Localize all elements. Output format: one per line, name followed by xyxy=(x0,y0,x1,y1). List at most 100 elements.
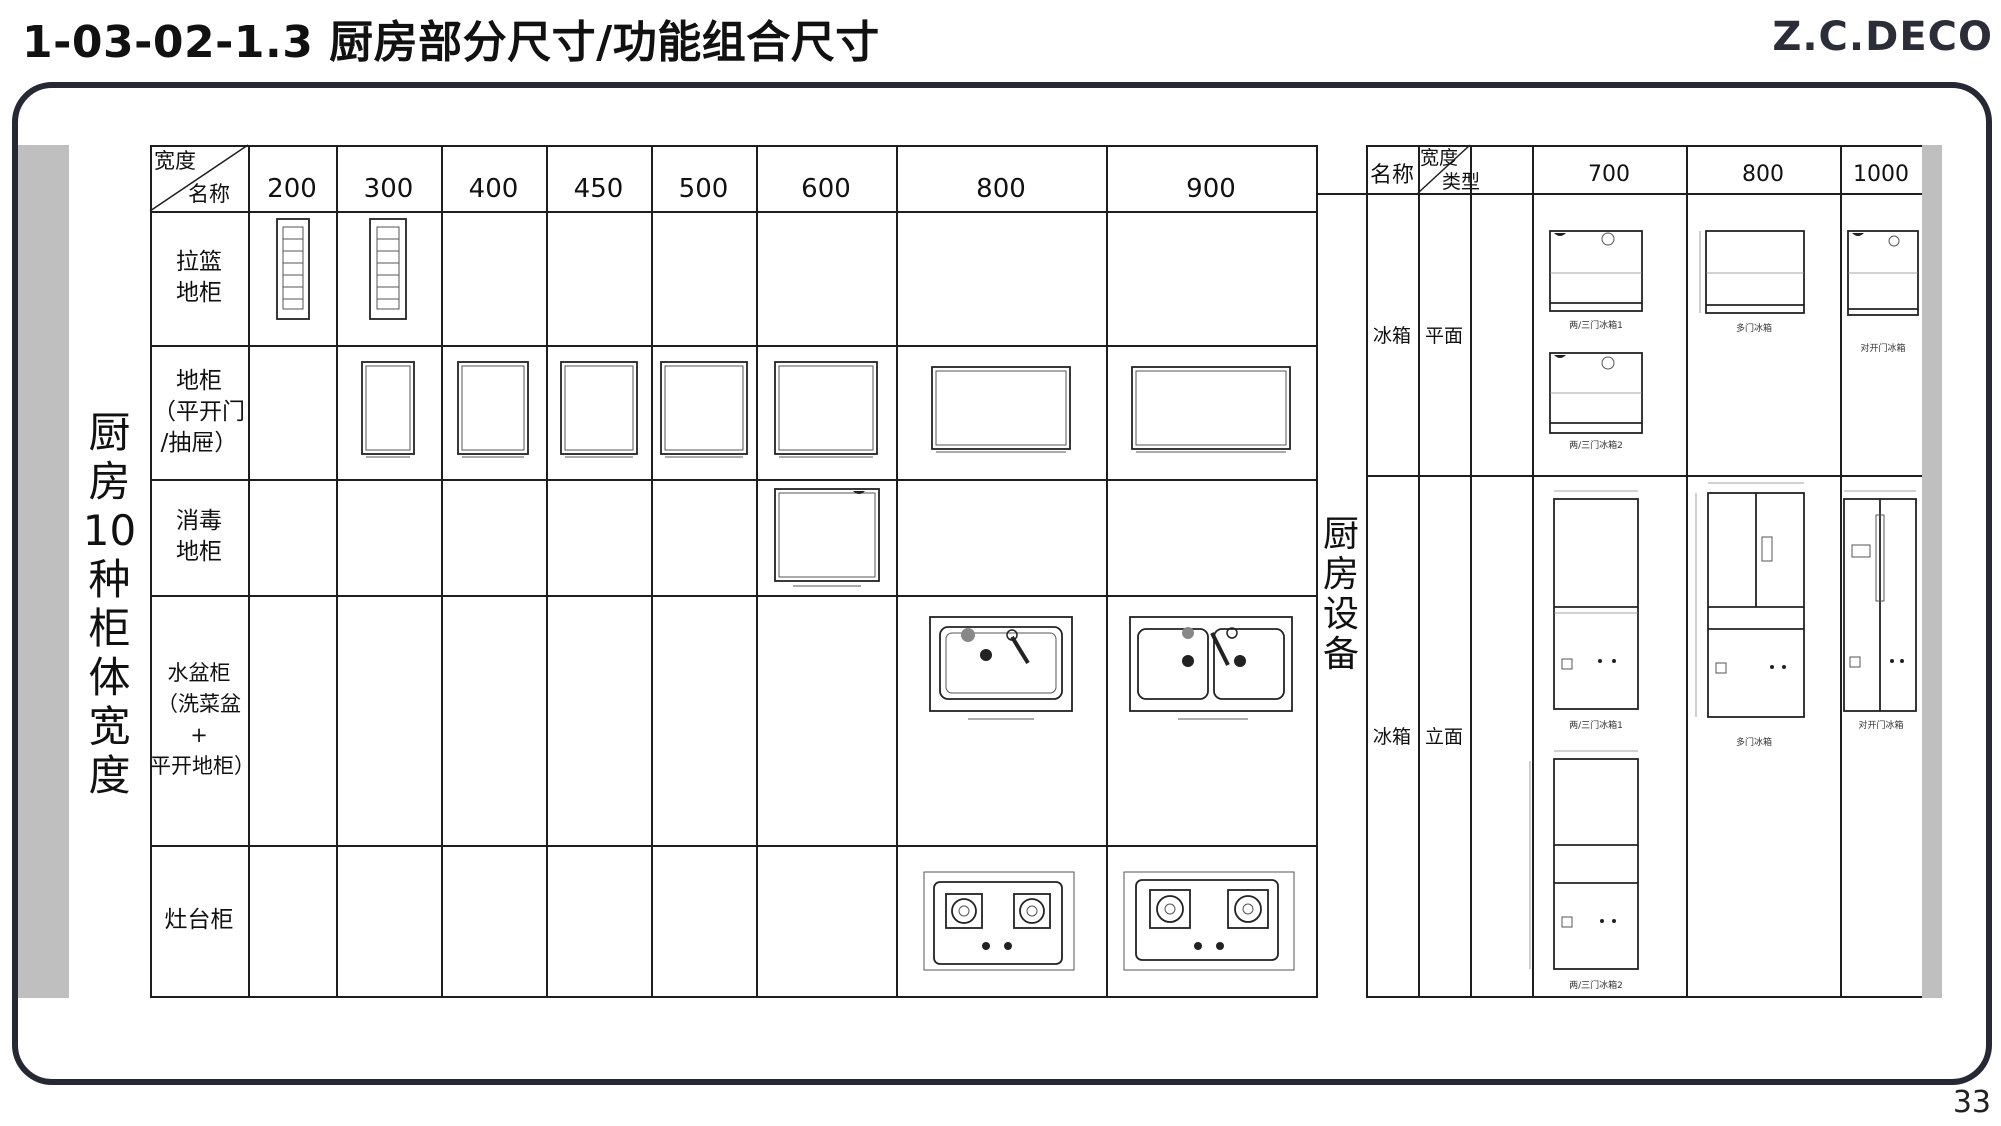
brand-logo: Z.C.DECO xyxy=(1772,14,1993,60)
caption-plan-1000: 对开门冰箱 xyxy=(1860,344,1906,354)
width-header-900: 900 xyxy=(1186,174,1236,204)
corner-width-label: 宽度 xyxy=(154,149,196,173)
width-header-800-equip: 800 xyxy=(1742,161,1784,187)
grid-line xyxy=(150,595,1316,597)
fridge-elev-name: 冰箱 xyxy=(1372,726,1411,748)
fridge-plan-type: 平面 xyxy=(1424,324,1463,347)
width-header-200: 200 xyxy=(267,174,317,204)
sink-cabinet-900-drawing xyxy=(1129,616,1293,720)
grid-line xyxy=(150,845,1316,847)
base-cabinet-450-drawing xyxy=(560,361,638,458)
grid-line xyxy=(1106,145,1108,998)
page-number: 33 xyxy=(1952,1085,1991,1120)
grid-line xyxy=(441,145,443,998)
row-label-line: /抽屉） xyxy=(160,429,238,456)
grid-line xyxy=(1366,145,1368,998)
grid-line xyxy=(1316,193,1922,195)
disinfect-cabinet-600-drawing xyxy=(774,488,880,587)
base-cabinet-500-drawing xyxy=(660,361,748,458)
stove-cabinet-800-drawing xyxy=(923,871,1075,971)
right-corner-type-label: 类型 xyxy=(1442,171,1481,193)
row-label-stove-cabinet: 灶台柜 xyxy=(150,845,248,996)
width-header-1000: 1000 xyxy=(1853,161,1909,187)
grid-line xyxy=(1686,145,1688,998)
stove-cabinet-900-drawing xyxy=(1123,871,1295,971)
caption-elev-1000: 对开门冰箱 xyxy=(1858,721,1904,731)
width-header-300: 300 xyxy=(363,174,414,204)
base-cabinet-900-drawing xyxy=(1131,366,1291,453)
base-cabinet-800-drawing xyxy=(931,366,1071,453)
fridge-elev-type: 立面 xyxy=(1424,726,1463,748)
row-label-line: 地柜 xyxy=(176,280,222,306)
right-table-panel xyxy=(1366,145,1922,998)
fridge-plan-800-drawing xyxy=(1699,230,1805,314)
fridge-elev-700-2-drawing xyxy=(1529,750,1639,970)
grid-line xyxy=(1532,145,1534,998)
grid-line xyxy=(150,145,152,998)
width-header-800: 800 xyxy=(976,174,1026,204)
fridge-elev-1000-drawing xyxy=(1843,490,1917,712)
fridge-plan-700-1-drawing xyxy=(1549,230,1643,312)
page-title: 1-03-02-1.3 厨房部分尺寸/功能组合尺寸 xyxy=(22,17,880,68)
corner-diagonal xyxy=(149,144,249,212)
grid-line xyxy=(1840,145,1842,998)
grid-line xyxy=(150,211,1316,213)
row-label-line: 地柜 xyxy=(176,539,222,565)
caption-plan-700-2: 两/三门冰箱2 xyxy=(1569,441,1623,451)
grid-line xyxy=(1470,145,1472,998)
row-label-line: 消毒 xyxy=(176,508,222,534)
grid-line xyxy=(651,145,653,998)
grid-line xyxy=(150,145,1316,147)
row-label-line: 拉篮 xyxy=(176,249,222,275)
fridge-plan-1000-drawing xyxy=(1847,230,1919,316)
caption-elev-700-2: 两/三门冰箱2 xyxy=(1569,981,1623,991)
grid-line xyxy=(756,145,758,998)
row-label-line: 灶台柜 xyxy=(164,907,234,933)
grid-line xyxy=(150,996,1316,998)
caption-plan-800: 多门冰箱 xyxy=(1735,324,1772,334)
row-label-line: （洗菜盆+ xyxy=(157,692,241,747)
width-header-500: 500 xyxy=(678,174,729,204)
fridge-plan-name: 冰箱 xyxy=(1372,324,1411,347)
grid-line xyxy=(336,145,338,998)
right-side-label: 厨房设备 xyxy=(1322,513,1359,675)
grid-line xyxy=(1316,145,1318,998)
row-label-line: 平开地柜） xyxy=(150,754,255,778)
right-corner-diagonal xyxy=(1417,144,1471,194)
grid-line xyxy=(1366,996,1922,998)
right-name-header: 名称 xyxy=(1369,163,1414,188)
grid-line xyxy=(1366,145,1922,147)
right-corner-width-label: 宽度 xyxy=(1420,147,1459,169)
content-frame xyxy=(12,82,1992,1085)
sink-cabinet-800-drawing xyxy=(929,616,1073,720)
row-label-line: 水盆柜 xyxy=(167,661,231,685)
width-header-400: 400 xyxy=(468,174,519,204)
row-label-line: 地柜 xyxy=(176,367,222,394)
base-cabinet-300-drawing xyxy=(361,361,415,458)
grid-line xyxy=(1418,145,1420,998)
row-label-disinfect-cabinet: 消毒地柜 xyxy=(150,479,248,595)
base-cabinet-400-drawing xyxy=(457,361,529,458)
corner-name-label: 名称 xyxy=(188,182,230,206)
grid-line xyxy=(150,345,1316,347)
caption-plan-700-1: 两/三门冰箱1 xyxy=(1569,321,1623,331)
row-label-basket-cabinet: 拉篮地柜 xyxy=(150,211,248,345)
caption-elev-700-1: 两/三门冰箱1 xyxy=(1569,721,1623,731)
grid-line xyxy=(150,479,1316,481)
caption-elev-800: 多门冰箱 xyxy=(1735,738,1772,748)
fridge-elev-700-1-drawing xyxy=(1553,490,1639,710)
grid-line xyxy=(546,145,548,998)
row-label-sink-cabinet: 水盆柜 （洗菜盆+ 平开地柜） xyxy=(150,595,255,845)
grid-line xyxy=(896,145,898,998)
base-cabinet-600-drawing xyxy=(774,361,878,458)
grid-line xyxy=(1366,475,1922,477)
grid-line xyxy=(248,145,250,998)
basket-cabinet-300-drawing xyxy=(369,218,407,320)
fridge-elev-800-drawing xyxy=(1695,482,1805,718)
row-label-line: （平开门 xyxy=(153,398,245,425)
fridge-plan-700-2-drawing xyxy=(1549,352,1643,434)
row-label-base-cabinet: 地柜 （平开门/抽屉） xyxy=(150,345,248,479)
width-header-700: 700 xyxy=(1588,161,1630,187)
